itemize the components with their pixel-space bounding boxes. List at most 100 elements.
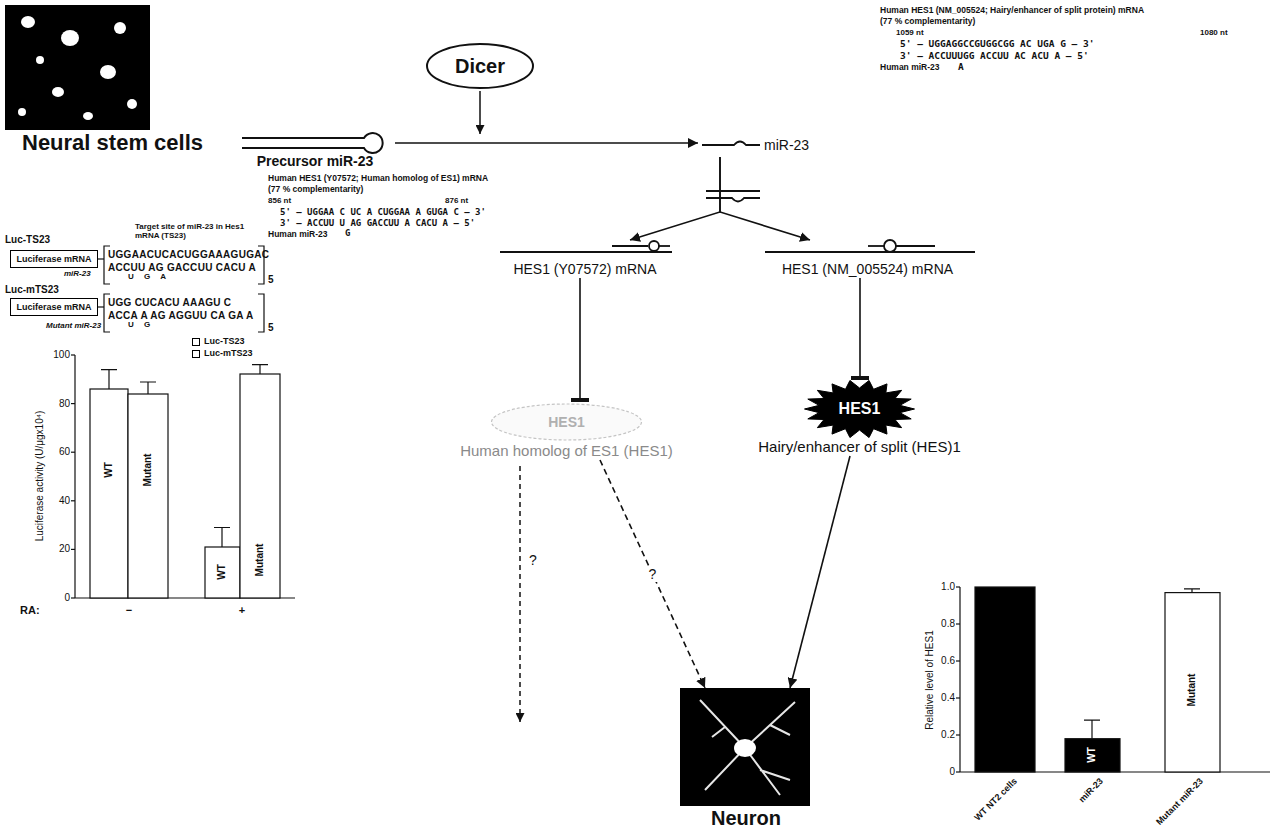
luciferase-chart <box>205 547 240 598</box>
figure-space <box>5 5 220 130</box>
mirna-strand <box>702 142 760 146</box>
mrna-strand <box>896 245 935 247</box>
node-text: Luciferase mRNA <box>16 301 91 313</box>
bar-label: WT <box>103 462 115 478</box>
luciferase-chart <box>71 403 75 404</box>
precursor-rna: Precursor miR-23 <box>235 128 395 170</box>
tick-label: 0.6 <box>941 655 955 667</box>
tick-label: 0.2 <box>941 729 955 741</box>
target-site-bracket <box>98 258 104 259</box>
mirna-duplex <box>706 191 760 202</box>
legend-swatch <box>192 350 200 358</box>
hes1-level-chart <box>1165 593 1220 772</box>
axis-category: RA: <box>20 604 40 617</box>
node-caption: Human homolog of ES1 (HES1) <box>460 442 673 460</box>
figure-space <box>680 688 812 806</box>
node-text: HES1 <box>839 400 881 418</box>
bar-label: Mutant <box>142 454 154 487</box>
mrna-strand <box>659 245 670 247</box>
luciferase-chart <box>128 394 168 598</box>
figure-space <box>495 240 675 260</box>
position-label: 856 nt <box>268 196 291 205</box>
bar-label: Mutant <box>1186 674 1198 707</box>
neuron-micrograph <box>734 739 756 757</box>
luciferase-chart <box>71 549 75 550</box>
mrna-strand <box>649 241 659 251</box>
mirna-duplex <box>706 198 760 202</box>
tick-label: 80 <box>59 398 70 410</box>
arrow-connector <box>395 142 698 144</box>
sequence-text: 5 <box>268 274 274 286</box>
strand-label: miR-23 <box>64 269 91 278</box>
stem-cell-micrograph <box>114 22 126 34</box>
tick-label: 1.0 <box>941 581 955 593</box>
stem-cell-micrograph <box>18 108 26 116</box>
stem-cell-micrograph <box>21 16 35 28</box>
node-caption: Hairy/enhancer of split (HES)1 <box>758 438 961 456</box>
mirna-duplex <box>706 190 760 192</box>
arrow-connector <box>720 157 810 240</box>
node-text: Neuron <box>711 806 781 830</box>
dicer-arrow <box>479 91 481 134</box>
enzyme-ellipse: Dicer <box>425 42 535 90</box>
dicer-arrow <box>480 91 481 134</box>
sequence-text: 5 <box>268 322 274 334</box>
arrow-connector <box>600 460 705 688</box>
sequence-heading: Human miR-23 <box>880 63 940 73</box>
inhibition-connector <box>579 278 581 402</box>
legend-swatch <box>192 338 200 346</box>
starburst <box>805 380 915 437</box>
unknown-pathway-arrow <box>520 466 521 722</box>
mrna-strand <box>612 245 648 247</box>
axis-category: − <box>126 604 132 617</box>
micrograph-panel: Neuron <box>680 688 812 830</box>
shape-area: Dicer <box>425 42 535 90</box>
strand-label: Mutant miR-23 <box>46 321 101 330</box>
node-text: Luciferase mRNA <box>16 253 91 265</box>
hes1-level-chart <box>975 587 1035 772</box>
axis-category: WT NT2 cells <box>972 776 1019 823</box>
stem-cell-micrograph <box>100 65 116 79</box>
tick-label: 40 <box>59 495 70 507</box>
ellipse-outline <box>427 44 533 88</box>
sequence-heading: Human HES1 (Y07572; Human homolog of ES1… <box>268 174 488 184</box>
sequence-text: U G A <box>128 272 166 281</box>
tick-label: 0 <box>64 592 70 604</box>
bar-label: WT <box>216 564 228 580</box>
node-text: miR-23 <box>764 136 809 154</box>
luciferase-chart <box>71 597 75 598</box>
mrna-node: HES1 (Y07572) mRNA <box>495 240 675 278</box>
mirna-node: miR-23 <box>698 133 828 157</box>
arrow-connector <box>790 456 850 688</box>
shape-area: HES1 <box>455 402 678 442</box>
sequence-text: U G <box>128 320 150 329</box>
edge-label: ? <box>647 566 659 582</box>
annotation: Target site of miR-23 in Hes1 mRNA (TS23… <box>135 222 250 240</box>
sequence-heading: Human miR-23 <box>268 230 328 240</box>
stem-cell-micrograph <box>5 5 150 130</box>
axis-title: Luciferase activity (U/μgx10⁴) <box>34 411 46 542</box>
node-text: Neural stem cells <box>22 130 203 156</box>
node-text: HES1 <box>548 414 585 430</box>
hes1-level-chart <box>1065 739 1120 772</box>
position-label: 1059 nt <box>896 28 924 37</box>
sequence-heading: (77 % complementarity) <box>268 185 363 195</box>
stem-cell-micrograph <box>83 112 93 120</box>
tick-label: 0.4 <box>941 692 955 704</box>
luciferase-chart <box>71 354 75 355</box>
unknown-pathway-arrow <box>519 466 521 722</box>
luciferase-chart <box>240 374 280 598</box>
stem-cell-micrograph <box>52 87 64 97</box>
luciferase-chart <box>71 452 75 453</box>
figure-space <box>235 128 395 152</box>
sequence-text: ACCUU AG GACCUU CACU A <box>108 262 256 274</box>
hes1-level-chart <box>956 587 1270 772</box>
question-mark: ? <box>527 552 539 568</box>
sequence-text: ACCA A AG AGGUU CA GA A <box>108 310 254 322</box>
sequence-text: UGG CUCACU AAAGU C <box>108 297 231 309</box>
position-label: 1080 nt <box>1200 28 1228 37</box>
tick-label: 100 <box>53 349 70 361</box>
node-text: Precursor miR-23 <box>257 152 374 170</box>
legend-text: Luc-mTS23 <box>204 348 253 359</box>
